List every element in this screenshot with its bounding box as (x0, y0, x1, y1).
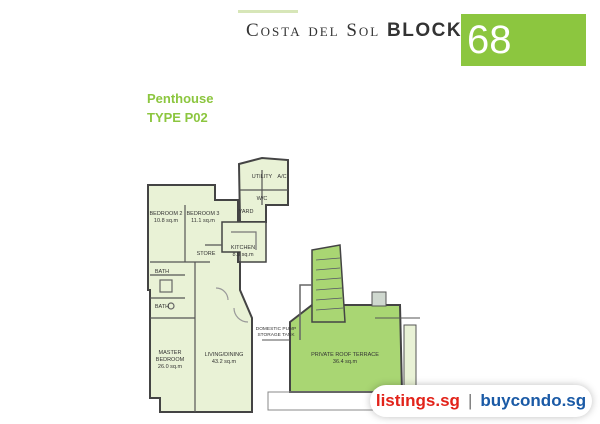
label-kitchen: KITCHEN (231, 245, 255, 251)
label-bath-1: BATH (155, 269, 169, 275)
label-utility: UTILITY (252, 174, 273, 180)
main-unit (147, 156, 289, 413)
side-stair (403, 324, 417, 391)
area-kitchen: 8.9 sq.m (232, 252, 254, 258)
label-bath-2: BATH (155, 304, 169, 310)
area-living: 43.2 sq.m (212, 359, 237, 365)
watermark-separator: | (467, 391, 473, 410)
watermark-site-2: buycondo.sg (480, 391, 587, 410)
label-master: MASTER (159, 350, 182, 356)
block-number-badge: 68 (461, 14, 586, 66)
label-pump-1: DOMESTIC PUMP (256, 326, 297, 332)
label-bedroom3: BEDROOM 3 (186, 211, 219, 217)
label-yard: YARD (239, 209, 254, 215)
title-project-name: Costa del Sol (246, 20, 381, 41)
label-bedroom2: BEDROOM 2 (149, 211, 182, 217)
unit-type: TYPE P02 (147, 110, 208, 125)
label-terrace: PRIVATE ROOF TERRACE (311, 352, 379, 358)
page-title: Costa del Sol BLOCK (246, 20, 462, 42)
label-store: STORE (197, 251, 216, 257)
label-pump-2: STORAGE TANK (257, 332, 295, 338)
label-living: LIVING/DINING (205, 352, 244, 358)
label-ac: A/C (277, 174, 286, 180)
title-block-word: BLOCK (387, 20, 463, 41)
area-terrace: 36.4 sq.m (333, 359, 358, 365)
watermark-site-1: listings.sg (375, 391, 460, 410)
label-master-2: BEDROOM (156, 357, 185, 363)
area-bedroom2: 10.8 sq.m (154, 218, 179, 224)
watermark-badge: listings.sg | buycondo.sg (370, 385, 592, 417)
area-master: 26.0 sq.m (158, 364, 183, 370)
terrace-staircase (311, 244, 346, 323)
unit-name: Penthouse (147, 91, 214, 106)
roof-terrace (262, 244, 420, 411)
decorative-line (238, 10, 298, 13)
terrace-fill (289, 304, 404, 393)
stair-landing (371, 291, 387, 307)
label-wc: W/C (257, 196, 268, 202)
area-bedroom3: 11.1 sq.m (191, 218, 215, 224)
